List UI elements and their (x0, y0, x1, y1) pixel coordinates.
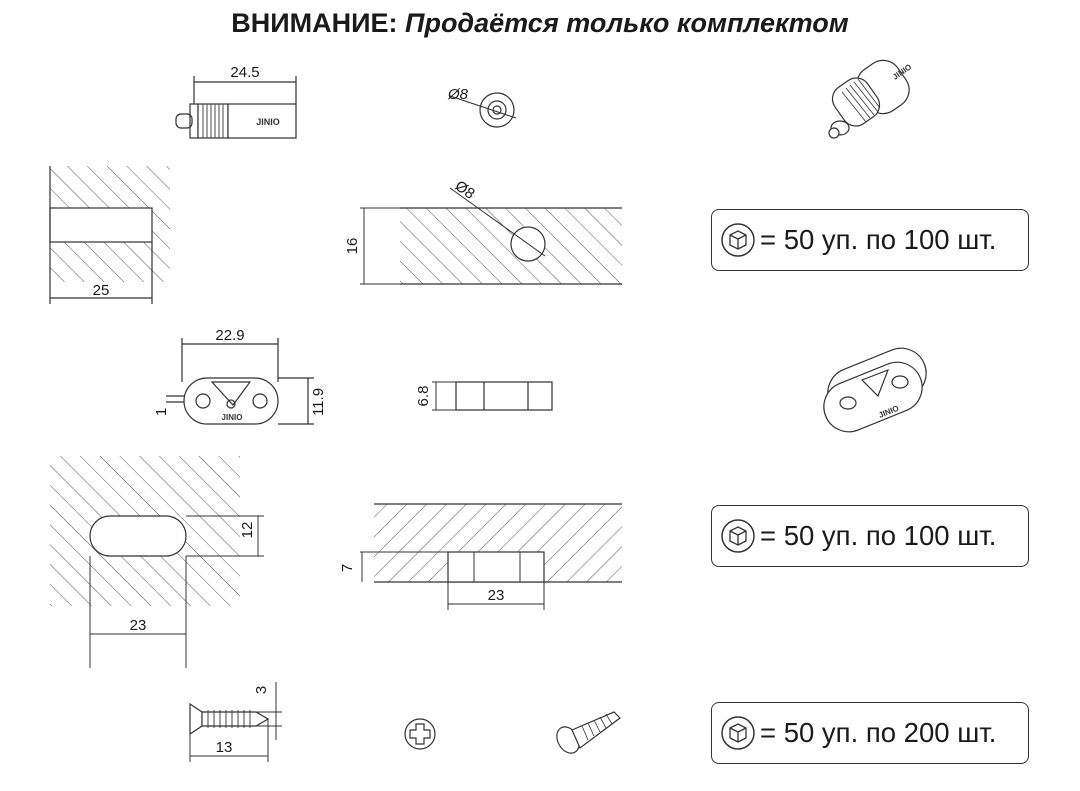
board-hole-section (360, 187, 622, 285)
dowel-end-view (449, 92, 517, 128)
dim-board-thickness: 16 (344, 238, 361, 255)
dowel-side-view (175, 76, 297, 139)
package-box-icon (721, 223, 755, 257)
brand-label: JINIO (256, 117, 280, 127)
screw-head-view (404, 718, 436, 750)
package-quantity-text: = 50 уп. по 100 шт. (760, 224, 997, 255)
dim-dowel-length: 24.5 (230, 64, 259, 81)
groove-section (360, 503, 622, 610)
package-box-icon (721, 519, 755, 553)
title-note: Продаётся только комплектом (405, 8, 849, 38)
dowel-3d-view (828, 59, 910, 139)
dim-slot-height: 12 (239, 522, 256, 539)
dim-screw-length: 13 (216, 739, 233, 756)
slot-section (50, 456, 264, 668)
package-quantity-text: = 50 уп. по 100 шт. (760, 520, 997, 551)
dim-clip-thickness: 6.8 (415, 386, 432, 407)
dim-clip-offset: 1 (153, 408, 170, 416)
dim-dowel-diameter: Ø8 (447, 86, 469, 103)
title-warning: ВНИМАНИЕ: (231, 8, 398, 38)
brand-label-clip: JINIO (222, 413, 243, 422)
package-box-icon (721, 716, 755, 750)
package-info-1: = 50 уп. по 100 шт. (711, 209, 1029, 271)
hole-depth-section (49, 166, 170, 304)
dim-slot-length: 23 (130, 617, 147, 634)
package-info-3: = 50 уп. по 200 шт. (711, 702, 1029, 764)
clip-front-view (166, 338, 314, 425)
clip-3d-view (823, 347, 927, 433)
package-info-2: = 50 уп. по 100 шт. (711, 505, 1029, 567)
package-quantity-text: = 50 уп. по 200 шт. (760, 717, 997, 748)
dim-clip-length: 22.9 (215, 327, 244, 344)
dim-clip-height: 11.9 (310, 388, 327, 416)
page-title: ВНИМАНИЕ: Продаётся только комплектом (0, 8, 1080, 39)
dim-hole-diameter: Ø8 (452, 177, 478, 202)
screw-side-view (189, 682, 282, 762)
dim-screw-diameter: 3 (253, 686, 270, 694)
dim-groove-depth: 7 (339, 564, 356, 572)
dim-hole-depth: 25 (93, 282, 110, 299)
screw-3d-view (556, 711, 621, 754)
dim-groove-length: 23 (488, 587, 505, 604)
clip-side-view (432, 381, 553, 411)
